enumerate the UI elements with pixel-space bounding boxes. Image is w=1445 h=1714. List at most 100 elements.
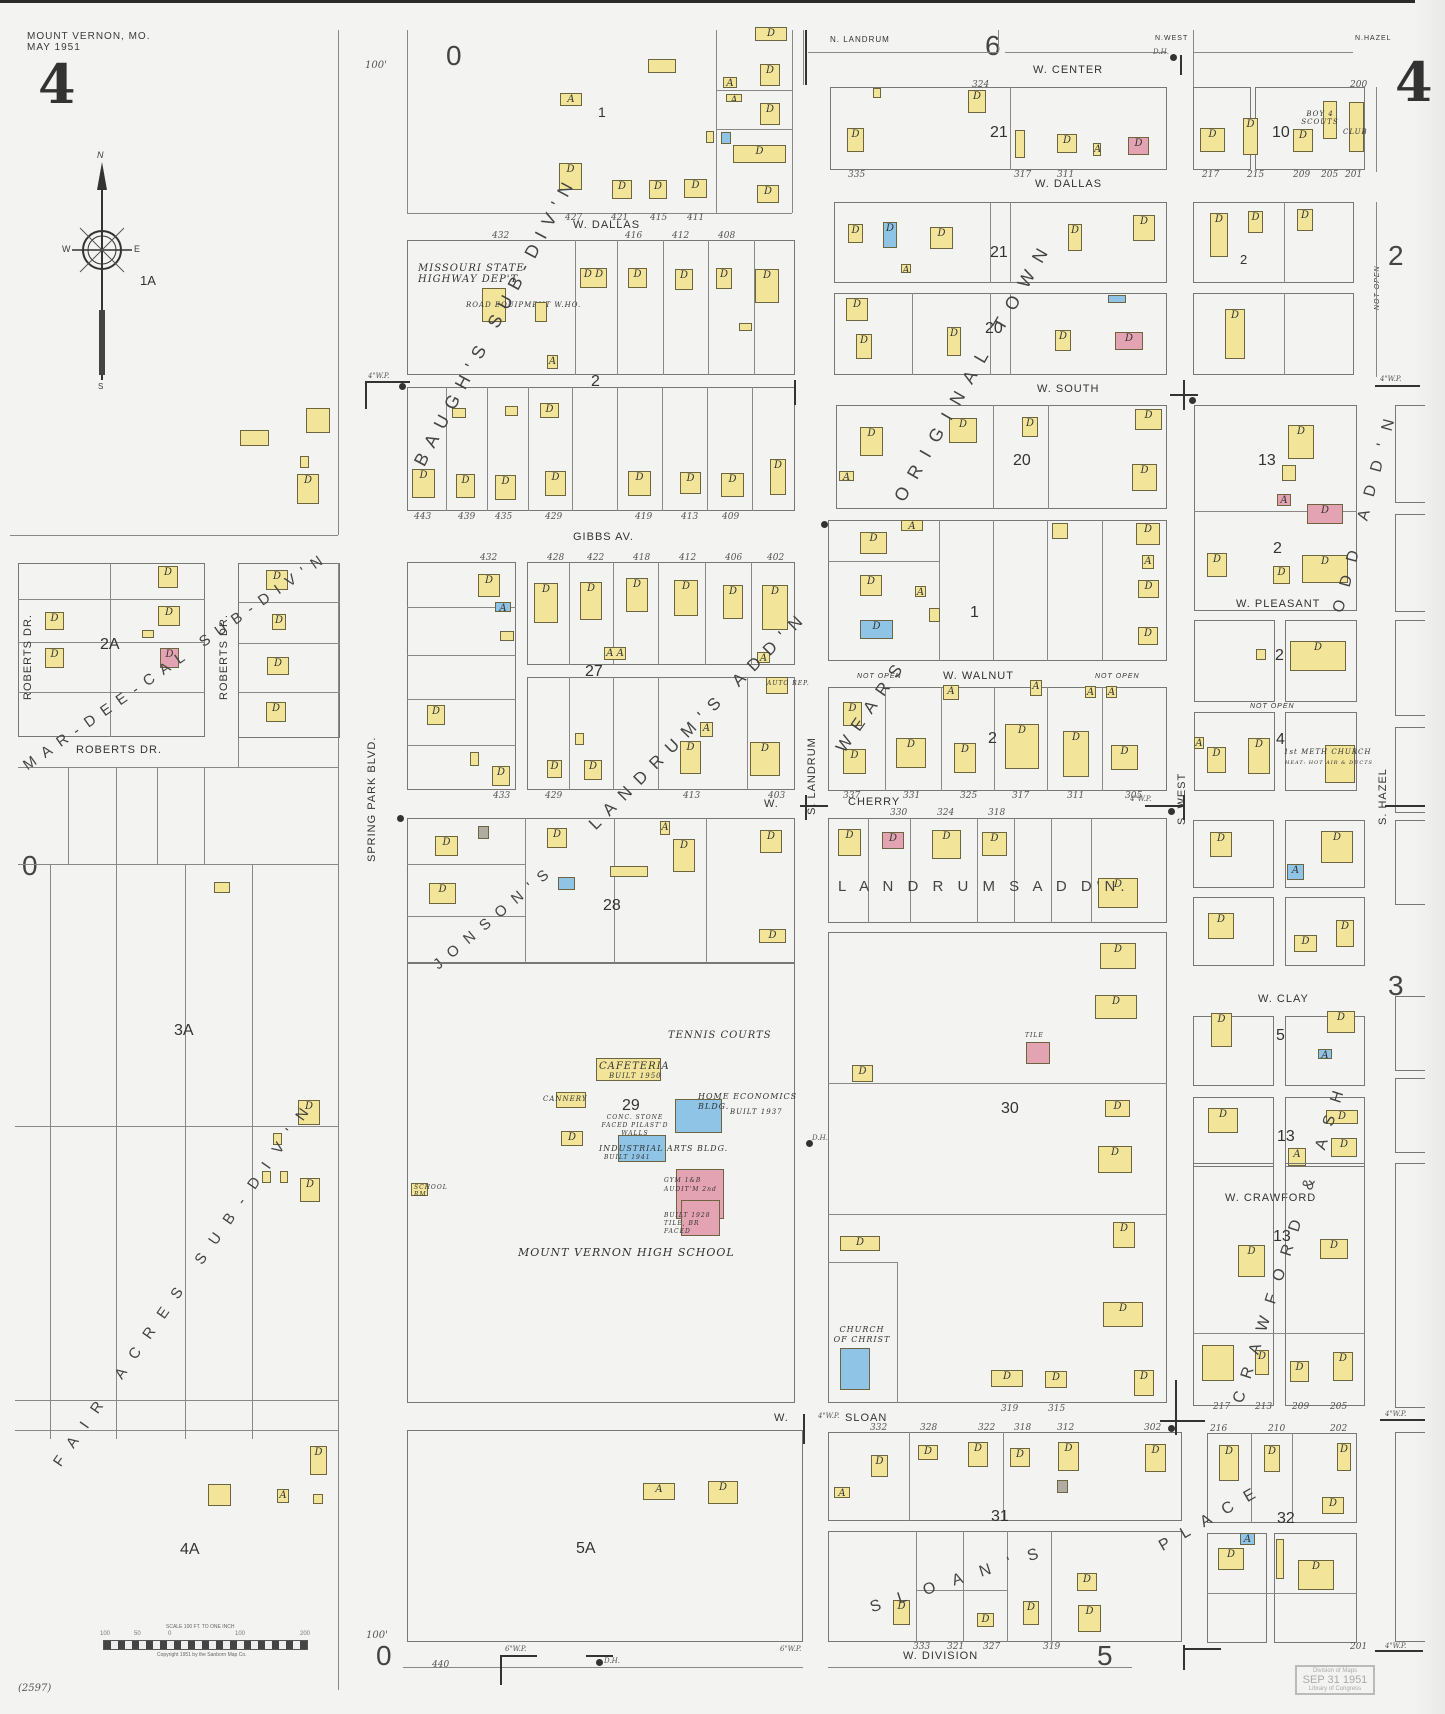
address: 322 [978, 1423, 996, 1433]
auto-garage: A [700, 722, 713, 737]
label-tennis-courts: TENNIS COURTS [668, 1030, 772, 1041]
sheet-number-right: 4 [1395, 50, 1433, 114]
water-pipe [1380, 1419, 1425, 1421]
stamp-date: SEP 31 1951 [1302, 1674, 1368, 1686]
dwelling: D [1132, 464, 1157, 491]
block-5a [407, 1430, 803, 1642]
property-line [338, 1430, 340, 1690]
scan-top-edge [0, 0, 1445, 3]
dwelling: D [1022, 417, 1038, 437]
auto-garage [452, 408, 466, 418]
hydrant-icon [806, 1140, 813, 1147]
label-cafeteria: CAFETERIA [599, 1061, 670, 1072]
auto-garage [280, 1171, 288, 1183]
block-2a [18, 563, 205, 737]
dwelling-double: D D [580, 268, 607, 288]
address: 422 [587, 553, 605, 563]
lot-line [707, 387, 709, 511]
outbuilding [240, 430, 269, 446]
lot-line [157, 767, 159, 864]
block-13-south [1193, 1163, 1274, 1406]
property-line [998, 30, 1000, 52]
lot-line [18, 692, 205, 694]
auto-garage [500, 631, 514, 641]
dwelling: D [1095, 995, 1137, 1019]
lot-line [18, 599, 205, 601]
block-number: 2 [1240, 252, 1248, 267]
lot-line [868, 818, 870, 923]
dwelling-veneered: D [1128, 137, 1149, 155]
auto-repair [766, 677, 788, 694]
block-31-north [828, 1432, 1182, 1521]
label-industrial-arts: INDUSTRIAL ARTS BLDG. [599, 1144, 729, 1153]
frontage-dimension: 100' [366, 1630, 388, 1641]
water-pipe [1160, 1420, 1205, 1422]
dwelling: D [266, 702, 286, 722]
outbuilding [1057, 1480, 1068, 1493]
label-auto-rep: AUTO REP. [767, 680, 810, 687]
dwelling: D [770, 459, 786, 495]
lot-line [575, 240, 577, 375]
dwelling: D [456, 474, 475, 498]
auto-garage [739, 323, 752, 331]
address: 200 [1350, 80, 1368, 90]
address: 216 [1210, 1424, 1228, 1434]
lot-line [1102, 520, 1104, 661]
property-line [792, 30, 794, 213]
block-27-north [527, 562, 795, 665]
lot-line [963, 1531, 965, 1642]
dwelling: D [1111, 745, 1138, 770]
auto-garage-stone: A [1287, 864, 1304, 880]
adjacent-sheet-right-3: 3 [1388, 970, 1404, 1001]
dwelling: D [977, 1613, 994, 1627]
auto-garage [300, 456, 309, 468]
block-crawford-1 [1193, 897, 1274, 966]
stamp-line: Library of Congress [1308, 1686, 1362, 1692]
property-line [1193, 30, 1195, 100]
lot-line [1048, 405, 1050, 509]
lot-line [238, 643, 340, 645]
dwelling: D [893, 1600, 910, 1625]
dwelling: D [1113, 1222, 1135, 1248]
pipe-label: D.H. [1153, 48, 1169, 56]
dwelling: D [1288, 425, 1314, 459]
dwelling: D [1068, 224, 1082, 251]
block-number: 21 [990, 244, 1008, 261]
block-number: 2 [988, 730, 997, 747]
block-east-edge [1395, 1432, 1425, 1642]
label-gym: GYM 1&B AUDIT'M 2nd [664, 1177, 717, 1193]
lot-line [912, 293, 914, 375]
dwelling: D [266, 570, 288, 590]
block-29-high-school [407, 963, 795, 1403]
street-gibbs: GIBBS AV. [573, 531, 634, 543]
auto-garage [706, 131, 714, 143]
auto-garage: A [915, 586, 926, 597]
block-2-pleasant-east [1285, 620, 1357, 702]
dwelling: D [272, 614, 286, 630]
dwelling: D [860, 575, 882, 596]
water-pipe [1180, 55, 1182, 75]
block-13-odd [1194, 405, 1357, 611]
lot-line [939, 520, 941, 661]
lot-line [525, 818, 527, 963]
dwelling: D [580, 582, 602, 620]
dwelling: D [612, 180, 632, 199]
dwelling: D [492, 766, 510, 786]
dwelling: D [1133, 215, 1155, 241]
property-line [1376, 87, 1378, 172]
dwelling: D [267, 657, 289, 675]
lot-line [614, 818, 616, 963]
hydrant-icon [399, 383, 406, 390]
dwelling: D [968, 1442, 988, 1467]
address: 412 [679, 553, 697, 563]
address: 421 [611, 213, 629, 223]
dwelling: D [1337, 1443, 1351, 1471]
dwelling: D [1138, 580, 1159, 598]
water-pipe [794, 380, 796, 405]
dwelling: D [435, 836, 458, 856]
dwelling: D [871, 1455, 888, 1477]
map-code: (2597) [18, 1683, 52, 1694]
lot-line [1193, 1333, 1365, 1335]
lot-line [238, 602, 340, 604]
address: 427 [565, 213, 583, 223]
